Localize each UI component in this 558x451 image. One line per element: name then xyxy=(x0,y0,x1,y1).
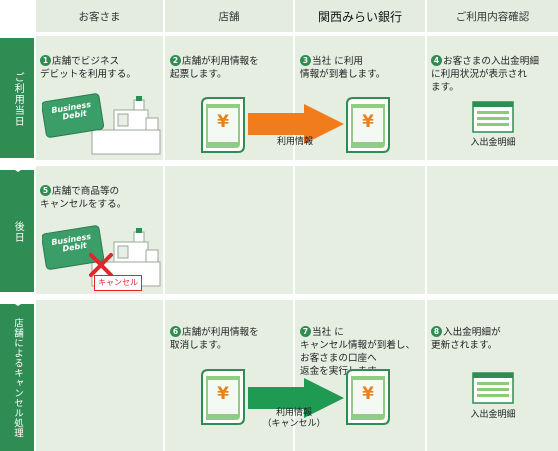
slip-icon xyxy=(346,97,390,153)
slip-icon xyxy=(201,97,245,153)
header-bank: 関西みらい銀行 xyxy=(295,0,425,32)
header-usage-check: ご利用内容確認 xyxy=(427,0,558,32)
row-divider-chevron xyxy=(0,292,36,306)
cell xyxy=(427,166,558,294)
statement-icon xyxy=(472,101,514,133)
yen-symbol: ¥ xyxy=(217,112,229,132)
header-customer: お客さま xyxy=(36,0,163,32)
slip-icon xyxy=(201,369,245,425)
statement-icon xyxy=(472,372,514,404)
slip-icon xyxy=(346,369,390,425)
yen-symbol: ¥ xyxy=(217,384,229,404)
card-and-register-illustration xyxy=(42,93,161,155)
row-label-cancel-process: 店舗によるキャンセル処理 xyxy=(0,304,34,451)
arrow-1-label: 利用情報 xyxy=(276,137,313,147)
cell xyxy=(295,166,425,294)
statement-label: 入出金明細 xyxy=(470,138,516,148)
row-label-today: ご利用当日 xyxy=(0,38,34,160)
row-label-later: 後日 xyxy=(0,170,34,294)
cell xyxy=(165,166,293,294)
statement-label: 入出金明細 xyxy=(470,410,516,420)
yen-symbol: ¥ xyxy=(362,112,374,132)
header-store: 店舗 xyxy=(165,0,293,32)
arrow-2-label: 利用情報 （キャンセル） xyxy=(262,408,326,429)
row-divider-chevron xyxy=(0,158,36,172)
yen-symbol: ¥ xyxy=(362,384,374,404)
cancel-label-box: キャンセル xyxy=(94,275,142,291)
info-arrow-orange xyxy=(248,104,344,144)
cell xyxy=(36,300,163,451)
cell xyxy=(427,36,558,160)
cancel-cross-icon xyxy=(89,253,113,277)
cancel-info-arrow-green xyxy=(248,378,344,418)
